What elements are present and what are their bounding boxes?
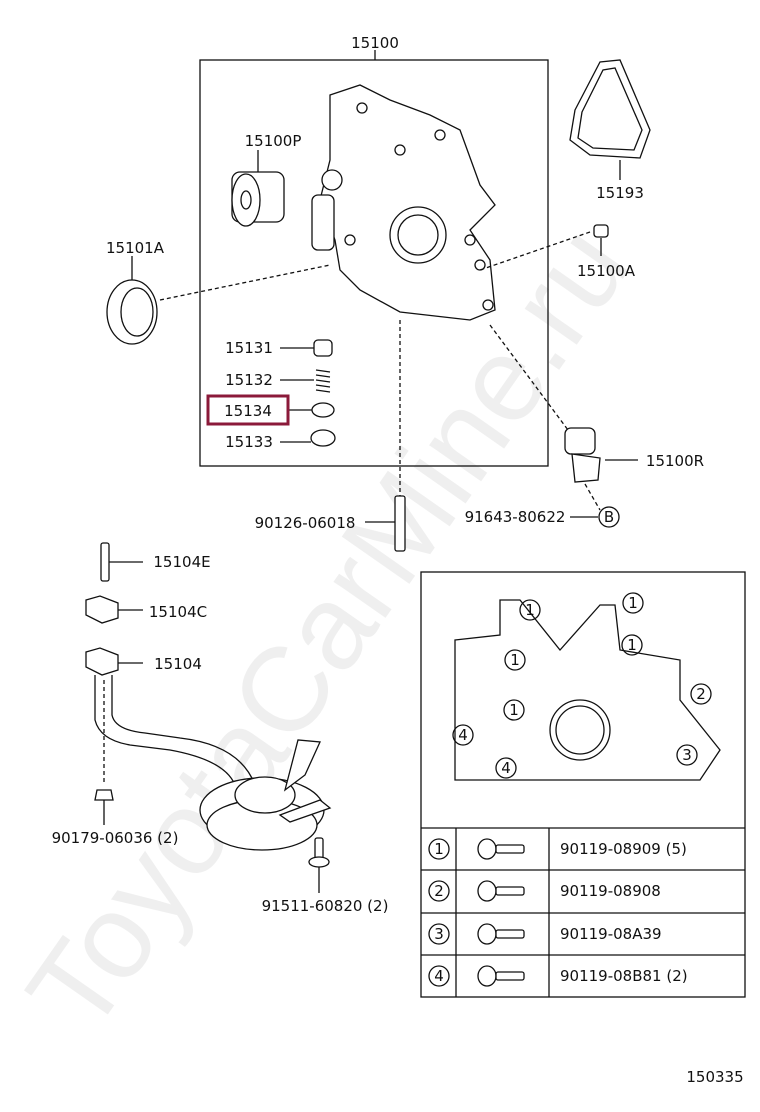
sensor-15100R [564, 427, 601, 483]
label-90179-06036[interactable]: 90179-06036 (2) [52, 829, 179, 847]
label-15100P[interactable]: 15100P [245, 132, 302, 150]
label-15131[interactable]: 15131 [225, 339, 273, 357]
ref-circle [428, 965, 450, 987]
label-15104C[interactable]: 15104C [149, 603, 207, 621]
table-row: 4 90119-08B81 (2) [428, 965, 688, 987]
oil-pump-body [311, 84, 496, 321]
label-15134[interactable]: 15134 [224, 402, 272, 420]
part-number[interactable]: 90119-08909 (5) [560, 840, 687, 858]
gasket-15193 [569, 59, 651, 159]
pump-outline [454, 599, 721, 781]
valve-15131 [313, 339, 333, 357]
plug-15133 [310, 429, 336, 447]
label-15133[interactable]: 15133 [225, 433, 273, 451]
label-15100R[interactable]: 15100R [646, 452, 704, 470]
label-91643-80622[interactable]: 91643-80622 [465, 508, 566, 526]
watermark: ToyotaCarMine.ru [2, 202, 655, 1055]
label-90126-06018[interactable]: 90126-06018 [255, 514, 356, 532]
bolt-table [421, 827, 745, 997]
bolt-icon [477, 923, 525, 945]
diagram-number: 150335 [686, 1068, 743, 1086]
ref-circle [428, 923, 450, 945]
ref-circle [428, 838, 450, 860]
svg-text:1: 1 [627, 636, 637, 654]
svg-text:4: 4 [458, 726, 468, 744]
rotor-15100P [231, 171, 285, 227]
part-number[interactable]: 90119-08B81 (2) [560, 967, 688, 985]
svg-text:2: 2 [696, 685, 706, 703]
bolt-icon [477, 880, 525, 902]
ring-15134 [311, 402, 335, 418]
reference-b: B [604, 508, 614, 526]
svg-text:1: 1 [525, 601, 535, 619]
inset-callouts: 1 1 1 1 1 2 3 4 4 [452, 592, 712, 779]
label-15132[interactable]: 15132 [225, 371, 273, 389]
ref-number: 1 [434, 840, 444, 858]
highlight-box [206, 394, 290, 426]
oil-strainer-15104 [85, 647, 332, 851]
label-91511-60820[interactable]: 91511-60820 (2) [262, 897, 389, 915]
part-number[interactable]: 90119-08A39 [560, 925, 662, 943]
label-15104[interactable]: 15104 [154, 655, 202, 673]
nut-90179 [94, 789, 114, 801]
label-15100[interactable]: 15100 [351, 34, 399, 52]
ref-number: 3 [434, 925, 444, 943]
ref-number: 2 [434, 882, 444, 900]
ref-circle [428, 880, 450, 902]
ref-number: 4 [434, 967, 444, 985]
label-15104E[interactable]: 15104E [153, 553, 210, 571]
assembly-box [199, 59, 549, 467]
table-row: 2 90119-08908 [428, 880, 661, 902]
table-row: 3 90119-08A39 [428, 923, 662, 945]
svg-text:4: 4 [501, 759, 511, 777]
svg-text:1: 1 [510, 651, 520, 669]
label-15100A[interactable]: 15100A [577, 262, 636, 280]
reference-b-circle [598, 506, 620, 528]
bolt-icon [477, 965, 525, 987]
label-15101A[interactable]: 15101A [106, 239, 165, 257]
oil-seal-15101A [106, 279, 158, 345]
svg-text:1: 1 [628, 594, 638, 612]
label-15193[interactable]: 15193 [596, 184, 644, 202]
part-number[interactable]: 90119-08908 [560, 882, 661, 900]
stud-90126 [394, 495, 406, 552]
bolt-icon [477, 838, 525, 860]
bolt-location-inset [420, 571, 746, 998]
table-row: 1 90119-08909 (5) [428, 838, 687, 860]
stud-15104E [100, 542, 110, 582]
svg-text:1: 1 [509, 701, 519, 719]
svg-text:3: 3 [682, 746, 692, 764]
pin-15100A [593, 224, 609, 238]
gasket-15104C [85, 595, 119, 624]
